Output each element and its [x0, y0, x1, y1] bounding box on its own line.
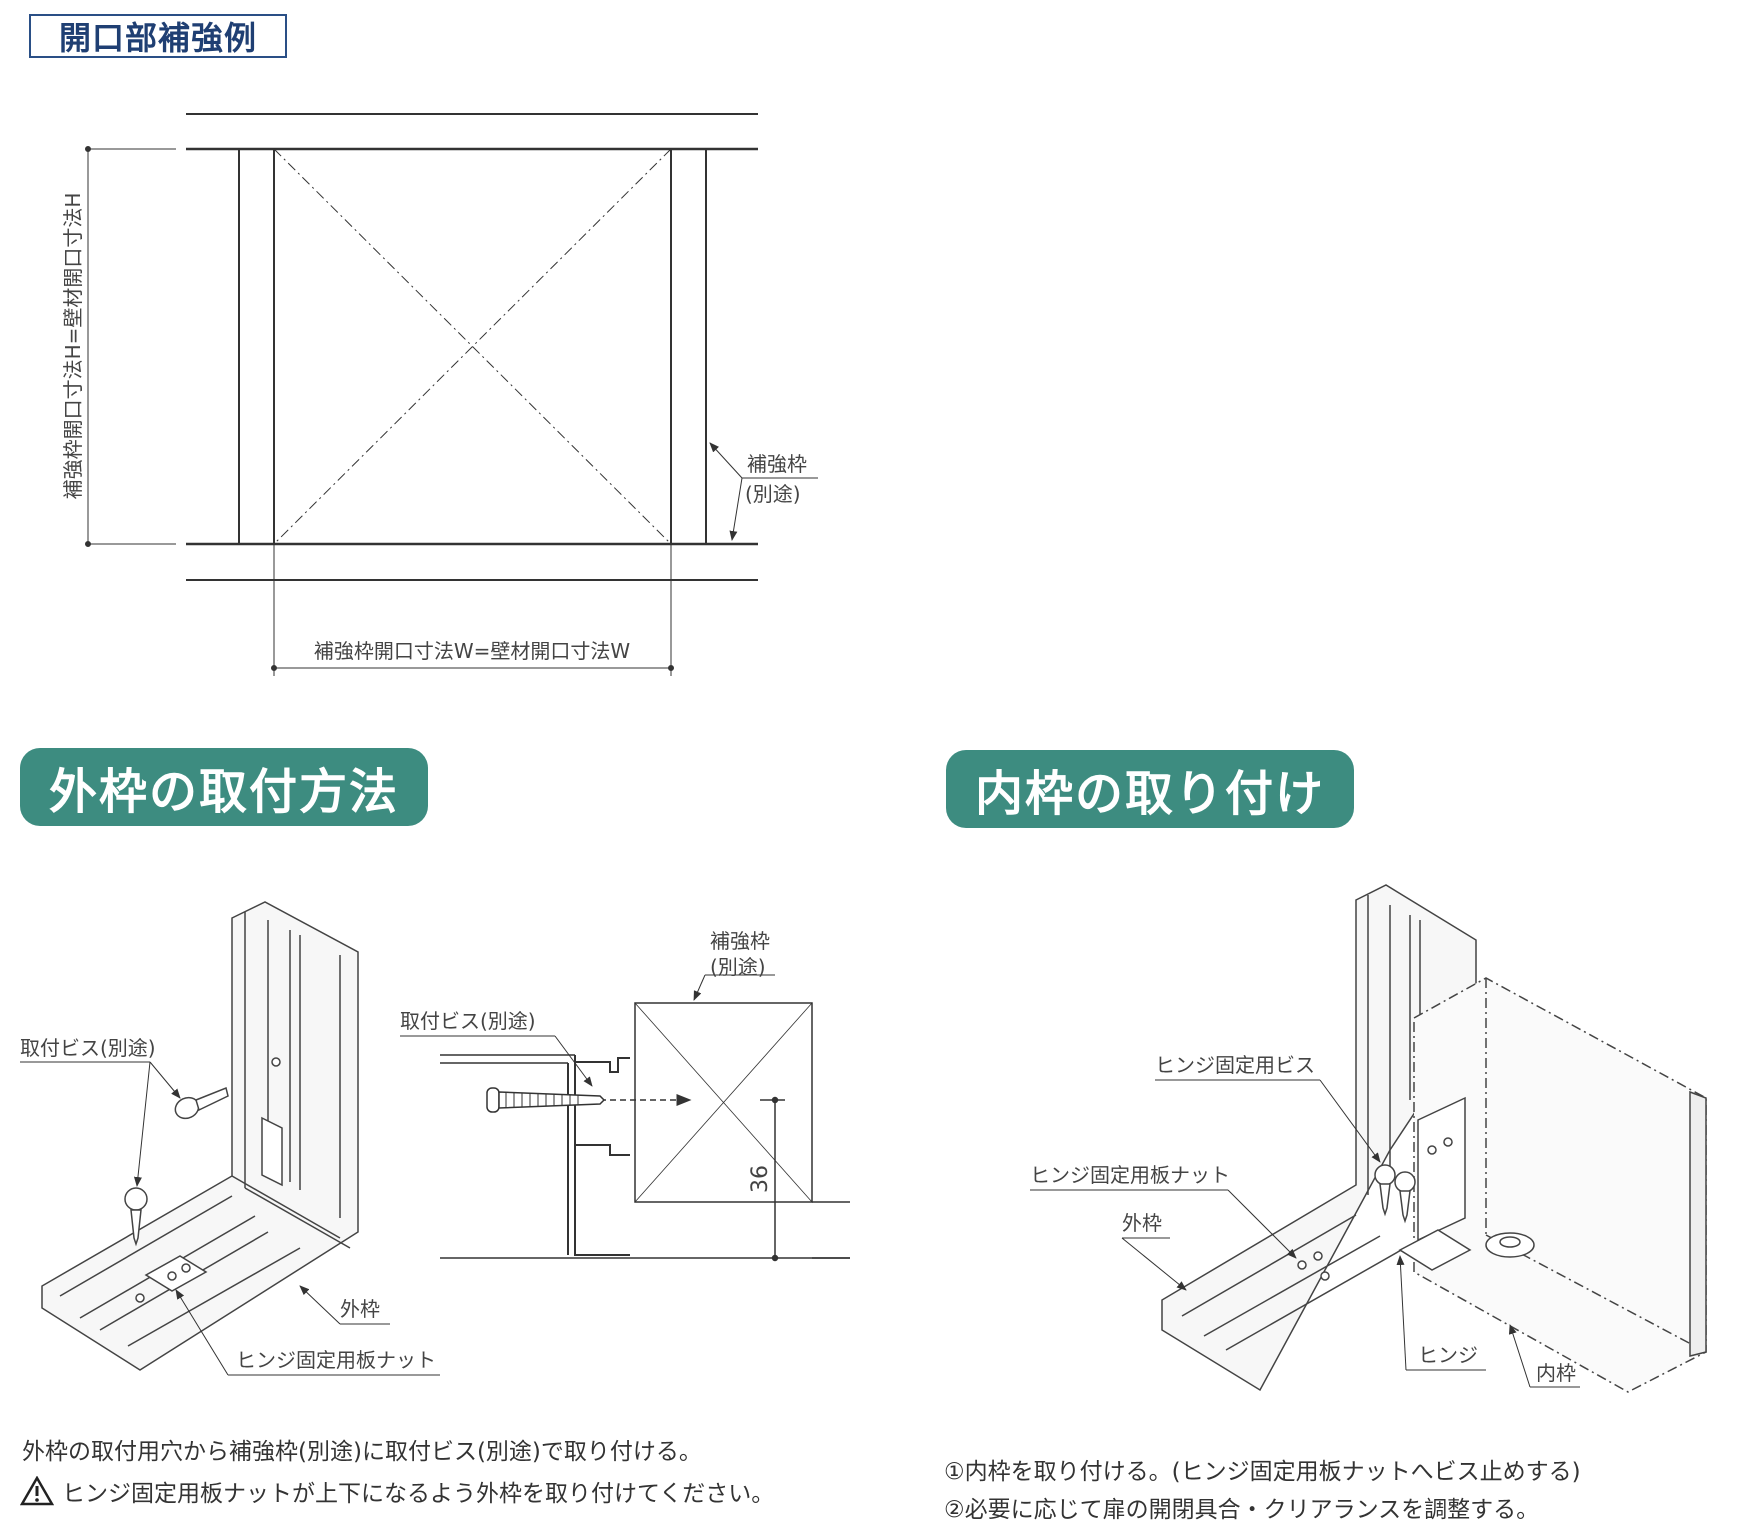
- inner-outer-frame-label: 外枠: [1122, 1211, 1162, 1235]
- reinforcement-frame-sub-label: (別途): [745, 482, 801, 506]
- outer-frame-label: 外枠: [340, 1297, 380, 1321]
- outer-frame-warning: ヒンジ固定用板ナットが上下になるよう外枠を取り付けてください。: [20, 1474, 774, 1508]
- reinforcement-frame-label: 補強枠: [747, 452, 807, 476]
- detail-dimension-36: 36: [748, 1165, 773, 1193]
- screw-label: 取付ビス(別途): [20, 1036, 156, 1060]
- plate-nut-label: ヒンジ固定用板ナット: [236, 1348, 436, 1372]
- inner-plate-nut-label: ヒンジ固定用板ナット: [1030, 1163, 1230, 1187]
- inner-frame-section-title: 内枠の取り付け: [946, 750, 1354, 828]
- outer-frame-note: 外枠の取付用穴から補強枠(別途)に取付ビス(別途)で取り付ける。: [22, 1439, 702, 1465]
- hinge-label: ヒンジ: [1418, 1343, 1478, 1367]
- hinge-screw-label: ヒンジ固定用ビス: [1155, 1053, 1315, 1077]
- warning-icon: [20, 1476, 54, 1506]
- inner-frame-step-2: ②必要に応じて扉の開閉具合・クリアランスを調整する。: [944, 1497, 1540, 1523]
- inner-frame-label: 内枠: [1536, 1361, 1576, 1385]
- inner-frame-step-1: ①内枠を取り付ける。(ヒンジ固定用板ナットへビス止めする): [944, 1459, 1581, 1485]
- detail-frame-label: 補強枠: [710, 929, 770, 953]
- opening-diagram: [85, 113, 818, 676]
- inner-frame-illustration: [1161, 884, 1707, 1393]
- width-dimension-label: 補強枠開口寸法W=壁材開口寸法W: [314, 639, 631, 663]
- outer-frame-illustration: [41, 901, 359, 1371]
- opening-section-title: 開口部補強例: [29, 14, 287, 58]
- detail-frame-sub-label: (別途): [710, 955, 766, 979]
- outer-frame-section-title: 外枠の取付方法: [20, 748, 428, 826]
- warning-text: ヒンジ固定用板ナットが上下になるよう外枠を取り付けてください。: [62, 1481, 775, 1507]
- section-detail: [400, 974, 850, 1262]
- height-dimension-label: 補強枠開口寸法H=壁材開口寸法H: [61, 193, 85, 500]
- detail-screw-label: 取付ビス(別途): [400, 1009, 536, 1033]
